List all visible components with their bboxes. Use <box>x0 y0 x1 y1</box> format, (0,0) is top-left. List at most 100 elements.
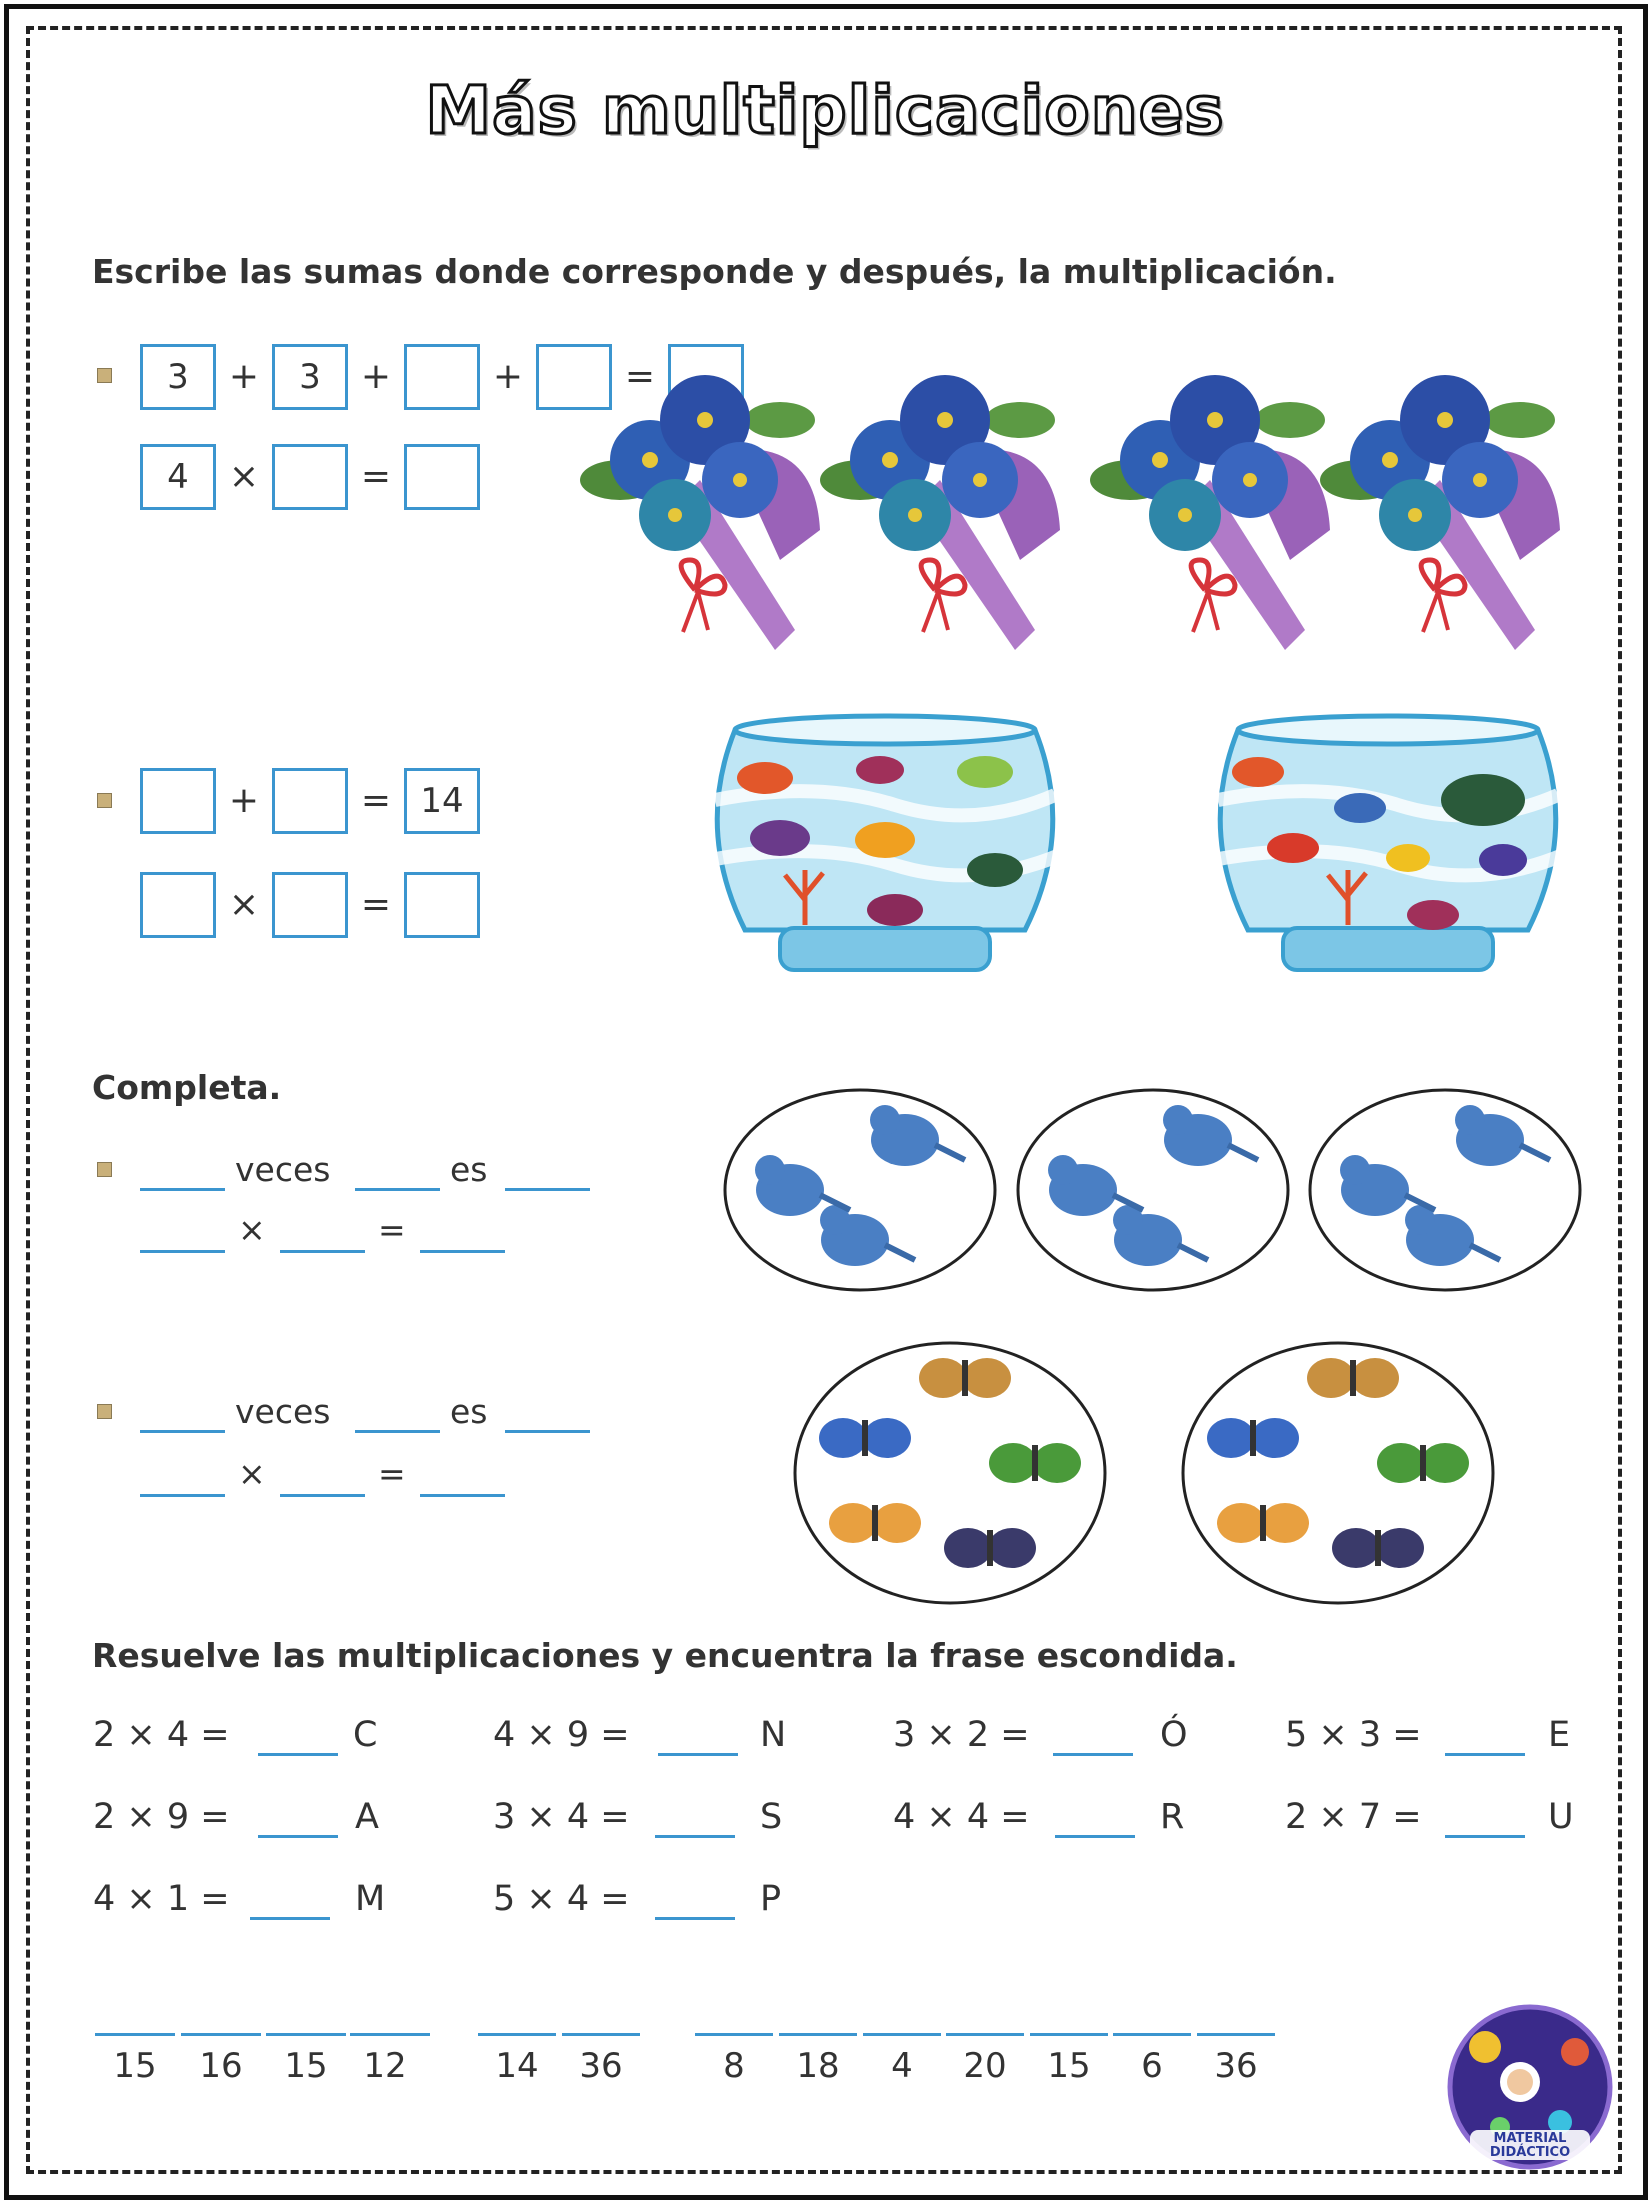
answer-line[interactable] <box>140 1188 225 1191</box>
code-number: 14 <box>495 2046 539 2086</box>
answer-line[interactable] <box>658 1753 738 1756</box>
phrase-letter-line[interactable] <box>946 2033 1024 2036</box>
equation: 5 × 4 = <box>493 1879 630 1919</box>
plus-sign: + <box>228 356 260 397</box>
answer-box[interactable] <box>536 344 612 410</box>
equals-sign: = <box>360 780 392 821</box>
answer-line[interactable] <box>258 1835 338 1838</box>
code-number: 6 <box>1141 2046 1163 2086</box>
bird-group-image <box>723 1088 997 1292</box>
answer-line[interactable] <box>250 1917 330 1920</box>
equation: 2 × 7 = <box>1285 1797 1422 1837</box>
instruction-sums: Escribe las sumas donde corresponde y de… <box>92 252 1337 291</box>
answer-box[interactable]: 14 <box>404 768 480 834</box>
material-didactico-logo: MATERIAL DIDÁCTICO <box>1447 2004 1613 2170</box>
answer-box[interactable]: 3 <box>140 344 216 410</box>
code-number: 36 <box>579 2046 623 2086</box>
svg-text:DIDÁCTICO: DIDÁCTICO <box>1490 2144 1570 2160</box>
phrase-letter-line[interactable] <box>779 2033 857 2036</box>
answer-box[interactable] <box>404 872 480 938</box>
page-title: Más multiplicaciones <box>424 71 1225 151</box>
phrase-letter-line[interactable] <box>1197 2033 1275 2036</box>
times-sign: × <box>228 884 260 925</box>
plus-sign: + <box>360 356 392 397</box>
answer-line[interactable] <box>258 1753 338 1756</box>
phrase-letter-line[interactable] <box>695 2033 773 2036</box>
flower-bouquet-image <box>580 375 820 650</box>
code-letter: M <box>355 1879 386 1919</box>
answer-box[interactable] <box>404 344 480 410</box>
answer-line[interactable] <box>1445 1753 1525 1756</box>
butterfly-group-image <box>1181 1341 1495 1605</box>
answer-line[interactable] <box>655 1835 735 1838</box>
answer-box[interactable]: 4 <box>140 444 216 510</box>
phrase-letter-line[interactable] <box>562 2033 640 2036</box>
fish-bowl-image <box>1211 713 1566 972</box>
phrase-letter-line[interactable] <box>95 2033 175 2036</box>
instruction-complete: Completa. <box>92 1068 282 1107</box>
code-number: 15 <box>113 2046 157 2086</box>
answer-line[interactable] <box>505 1430 590 1433</box>
answer-line[interactable] <box>280 1494 365 1497</box>
answer-box[interactable] <box>140 872 216 938</box>
answer-line[interactable] <box>420 1494 505 1497</box>
equation: 3 × 4 = <box>493 1797 630 1837</box>
answer-line[interactable] <box>1053 1753 1133 1756</box>
equals-sign: = <box>378 1210 406 1249</box>
bird-group-image <box>1308 1088 1582 1292</box>
code-number: 18 <box>796 2046 840 2086</box>
plus-sign: + <box>492 356 524 397</box>
flower-bouquet-image <box>820 375 1060 650</box>
equals-sign: = <box>360 456 392 497</box>
code-number: 15 <box>284 2046 328 2086</box>
answer-line[interactable] <box>420 1250 505 1253</box>
butterfly-group-image <box>793 1341 1107 1605</box>
phrase-letter-line[interactable] <box>181 2033 261 2036</box>
answer-line[interactable] <box>140 1250 225 1253</box>
code-letter: P <box>760 1879 782 1919</box>
code-number: 15 <box>1047 2046 1091 2086</box>
equation: 2 × 4 = <box>93 1715 230 1755</box>
answer-line[interactable] <box>355 1188 440 1191</box>
code-letter: Ó <box>1160 1715 1188 1755</box>
phrase-letter-line[interactable] <box>478 2033 556 2036</box>
es-label: es <box>450 1392 488 1431</box>
answer-box[interactable] <box>272 444 348 510</box>
code-number: 8 <box>723 2046 745 2086</box>
veces-label: veces <box>235 1150 331 1189</box>
answer-line[interactable] <box>140 1494 225 1497</box>
answer-line[interactable] <box>1055 1835 1135 1838</box>
times-sign: × <box>238 1210 266 1249</box>
phrase-letter-line[interactable] <box>863 2033 941 2036</box>
plus-sign: + <box>228 780 260 821</box>
code-number: 16 <box>199 2046 243 2086</box>
code-letter: N <box>760 1715 787 1755</box>
answer-box[interactable] <box>272 768 348 834</box>
phrase-letter-line[interactable] <box>1113 2033 1191 2036</box>
svg-text:MATERIAL: MATERIAL <box>1494 2131 1567 2146</box>
answer-box[interactable] <box>140 768 216 834</box>
bird-group-image <box>1016 1088 1290 1292</box>
answer-line[interactable] <box>140 1430 225 1433</box>
phrase-letter-line[interactable] <box>1030 2033 1108 2036</box>
phrase-letter-line[interactable] <box>266 2033 346 2036</box>
times-sign: × <box>228 456 260 497</box>
answer-box[interactable] <box>404 444 480 510</box>
code-letter: U <box>1548 1797 1574 1837</box>
answer-box[interactable]: 3 <box>272 344 348 410</box>
equation: 4 × 1 = <box>93 1879 230 1919</box>
page-border <box>4 4 1648 2200</box>
code-number: 12 <box>363 2046 407 2086</box>
answer-line[interactable] <box>655 1917 735 1920</box>
equals-sign: = <box>360 884 392 925</box>
answer-line[interactable] <box>280 1250 365 1253</box>
answer-line[interactable] <box>355 1430 440 1433</box>
flower-bouquet-image <box>1320 375 1560 650</box>
answer-line[interactable] <box>505 1188 590 1191</box>
answer-line[interactable] <box>1445 1835 1525 1838</box>
answer-box[interactable] <box>272 872 348 938</box>
bullet-icon <box>97 793 112 808</box>
code-letter: S <box>760 1797 783 1837</box>
bullet-icon <box>97 1404 112 1419</box>
phrase-letter-line[interactable] <box>350 2033 430 2036</box>
